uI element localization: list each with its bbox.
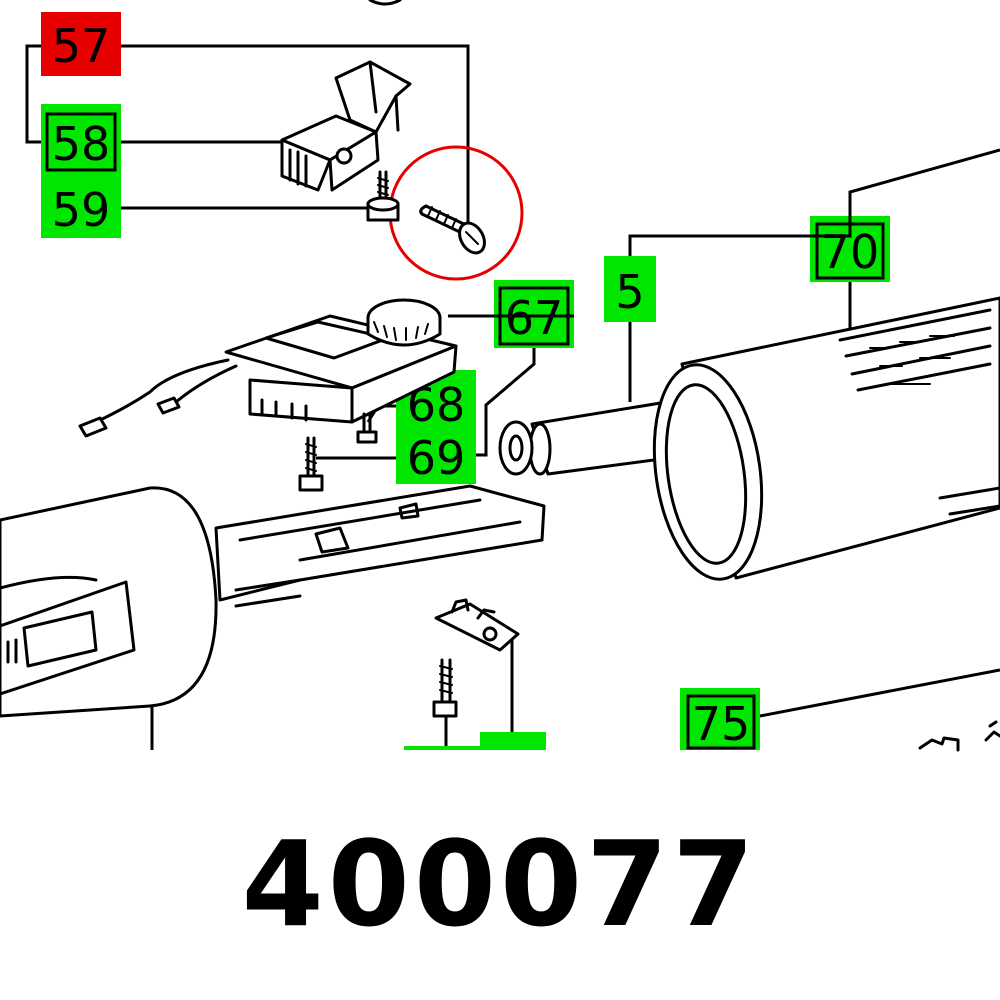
callout-5-box [604,256,656,322]
callout-59-label: 59 [52,183,111,237]
callout-74[interactable] [404,732,546,750]
highlight-circle [388,145,524,281]
callout-75[interactable]: 75 [680,688,760,751]
callout-unlabeled-box [404,746,480,750]
tool-body-drawing [0,484,546,718]
part-number: 400077 [241,815,759,953]
housing-70-drawing [652,296,1000,581]
leader-57-to-screw [121,44,470,222]
part-75-drawing [918,720,1000,752]
screw-57-drawing [419,204,486,255]
callout-74-box [480,732,546,750]
callout-58[interactable]: 58 [41,104,121,176]
callout-58-box [41,104,121,176]
callout-75-label: 75 [692,697,751,751]
leader-5 [628,200,852,256]
callout-67-label: 67 [505,291,564,345]
leader-75 [759,668,1000,718]
callout-69-label: 69 [407,431,466,485]
leader-67-to-68 [476,348,536,457]
callout-5-label: 5 [615,265,644,319]
callout-57-box [41,12,121,76]
top-fragment [368,0,402,6]
bracket-74-drawing [432,598,520,718]
callout-59-box [41,176,121,238]
callout-75-frame [686,694,756,750]
callout-59[interactable]: 59 [41,176,121,238]
switch-67-drawing [78,298,458,438]
callout-58-label: 58 [52,117,111,171]
callout-5[interactable]: 5 [604,256,656,322]
callout-69[interactable]: 69 [396,431,476,485]
callout-67-box [494,280,574,348]
bracket-58-drawing [280,60,412,192]
callout-58-frame [45,112,117,172]
callout-57[interactable]: 57 [41,12,121,76]
callout-67[interactable]: 67 [494,280,574,348]
screws-68-69-drawing [298,412,378,492]
leader-57-bracket [25,44,41,144]
leader-70 [848,148,1000,200]
screw-59-drawing [366,170,400,222]
callout-75-box [680,688,760,750]
callout-57-label: 57 [52,19,111,73]
callout-69-box [396,432,476,484]
